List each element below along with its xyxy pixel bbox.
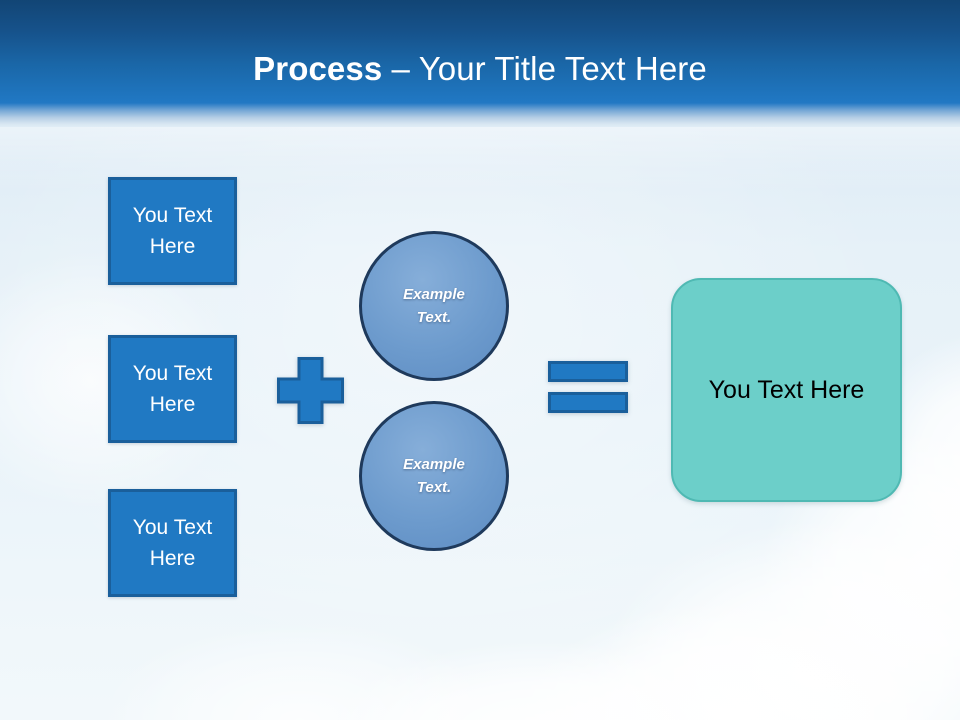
process-circle-2-line1: Example [403, 456, 465, 473]
slide-header-bar [0, 0, 960, 105]
equals-icon-bar-bottom [548, 392, 628, 413]
plus-icon [277, 357, 344, 424]
equals-operator [548, 361, 628, 414]
input-box-1-label: You Text Here [133, 200, 212, 262]
input-box-2-label: You Text Here [133, 358, 212, 420]
input-box-3-line1: You Text [132, 516, 213, 539]
slide-title-rest: Your Title Text Here [418, 50, 707, 87]
process-circle-1-line1: Example [403, 286, 465, 303]
input-box-3[interactable]: You Text Here [108, 489, 237, 597]
input-box-1-line2: Here [149, 235, 196, 258]
slide-title: Process – Your Title Text Here [0, 49, 960, 89]
input-box-3-line2: Here [149, 547, 196, 570]
input-box-1[interactable]: You Text Here [108, 177, 237, 285]
process-circle-2-line2: Text. [416, 479, 452, 496]
slide-title-emphasis: Process [253, 50, 383, 87]
equals-icon-bar-top [548, 361, 628, 382]
slide-header-fade [0, 103, 960, 127]
input-box-2[interactable]: You Text Here [108, 335, 237, 443]
input-box-1-line1: You Text [132, 204, 213, 227]
result-box[interactable]: You Text Here [671, 278, 902, 502]
input-box-2-line2: Here [149, 393, 196, 416]
plus-operator [277, 357, 344, 424]
input-box-2-line1: You Text [132, 362, 213, 385]
process-circle-1[interactable]: Example Text. [359, 231, 509, 381]
slide-title-separator: – [382, 50, 419, 87]
input-box-3-label: You Text Here [133, 512, 212, 574]
process-circle-2[interactable]: Example Text. [359, 401, 509, 551]
process-circle-1-line2: Text. [416, 309, 452, 326]
result-box-label: You Text Here [708, 376, 865, 404]
